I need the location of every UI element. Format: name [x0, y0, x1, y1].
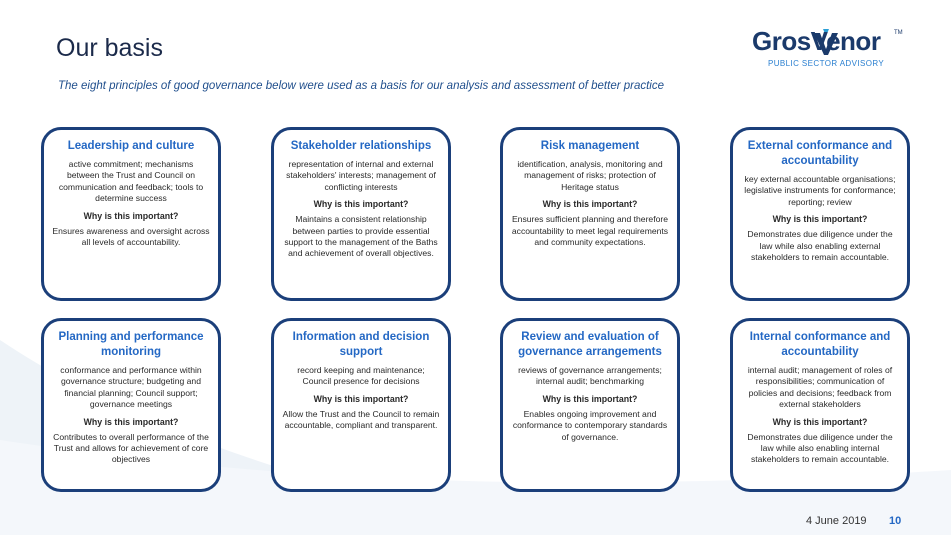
principle-card-information: Information and decision support record …	[271, 318, 451, 492]
principle-description: active commitment; mechanisms between th…	[58, 159, 204, 204]
principle-card-external: External conformance and accountability …	[730, 127, 910, 301]
logo-trademark: TM	[894, 30, 903, 36]
principle-card-leadership: Leadership and culture active commitment…	[41, 127, 221, 301]
principle-title: Internal conformance and accountability	[749, 331, 891, 358]
principle-why-label: Why is this important?	[772, 214, 868, 225]
principle-title: Information and decision support	[292, 331, 430, 358]
principle-importance: Demonstrates due diligence under the law…	[747, 431, 893, 465]
principle-importance: Maintains a consistent relationship betw…	[284, 214, 438, 259]
page-title: Our basis	[56, 34, 163, 62]
principle-why-label: Why is this important?	[83, 416, 179, 427]
principle-importance: Contributes to overall performance of th…	[53, 431, 209, 465]
principle-title: Leadership and culture	[67, 140, 195, 152]
principle-description: identification, analysis, monitoring and…	[517, 159, 663, 192]
logo-wordmark: GrosVenor	[752, 26, 881, 56]
grosvenor-logo: GrosVenor TM PUBLIC SECTOR ADVISORY	[752, 26, 903, 74]
principle-title: Review and evaluation of governance arra…	[518, 331, 662, 358]
principle-card-planning: Planning and performance monitoring conf…	[41, 318, 221, 492]
principle-title: Stakeholder relationships	[290, 140, 432, 152]
principle-description: reviews of governance arrangements; inte…	[518, 365, 662, 387]
principle-card-stakeholder: Stakeholder relationships representation…	[271, 127, 451, 301]
principle-importance: Enables ongoing improvement and conforma…	[512, 408, 668, 442]
principle-why-label: Why is this important?	[83, 210, 179, 221]
footer-date: 4 June 2019	[806, 515, 867, 527]
principle-why-label: Why is this important?	[542, 393, 638, 404]
logo-tagline: PUBLIC SECTOR ADVISORY	[768, 59, 885, 68]
principle-description: key external accountable organisations; …	[744, 174, 896, 207]
principle-card-risk: Risk management identification, analysis…	[500, 127, 680, 301]
principle-title: External conformance and accountability	[747, 140, 893, 167]
principle-card-internal: Internal conformance and accountability …	[730, 318, 910, 492]
principle-card-review: Review and evaluation of governance arra…	[500, 318, 680, 492]
page-subtitle: The eight principles of good governance …	[58, 80, 665, 92]
principle-importance: Ensures awareness and oversight across a…	[52, 225, 210, 248]
principle-why-label: Why is this important?	[313, 393, 409, 404]
principle-description: internal audit; management of roles of r…	[747, 365, 893, 410]
principle-why-label: Why is this important?	[313, 199, 409, 210]
principle-importance: Demonstrates due diligence under the law…	[747, 229, 893, 263]
page-number: 10	[889, 515, 902, 527]
principle-why-label: Why is this important?	[772, 416, 868, 427]
principle-why-label: Why is this important?	[542, 199, 638, 210]
principle-importance: Allow the Trust and the Council to remai…	[282, 408, 440, 431]
principle-description: record keeping and maintenance; Council …	[297, 365, 425, 387]
principle-description: conformance and performance within gover…	[60, 365, 202, 410]
logo-v-mark-icon	[814, 29, 838, 55]
principle-description: representation of internal and external …	[286, 159, 436, 192]
principle-importance: Ensures sufficient planning and therefor…	[511, 214, 669, 248]
principle-title: Planning and performance monitoring	[58, 331, 204, 358]
principle-title: Risk management	[540, 140, 640, 152]
